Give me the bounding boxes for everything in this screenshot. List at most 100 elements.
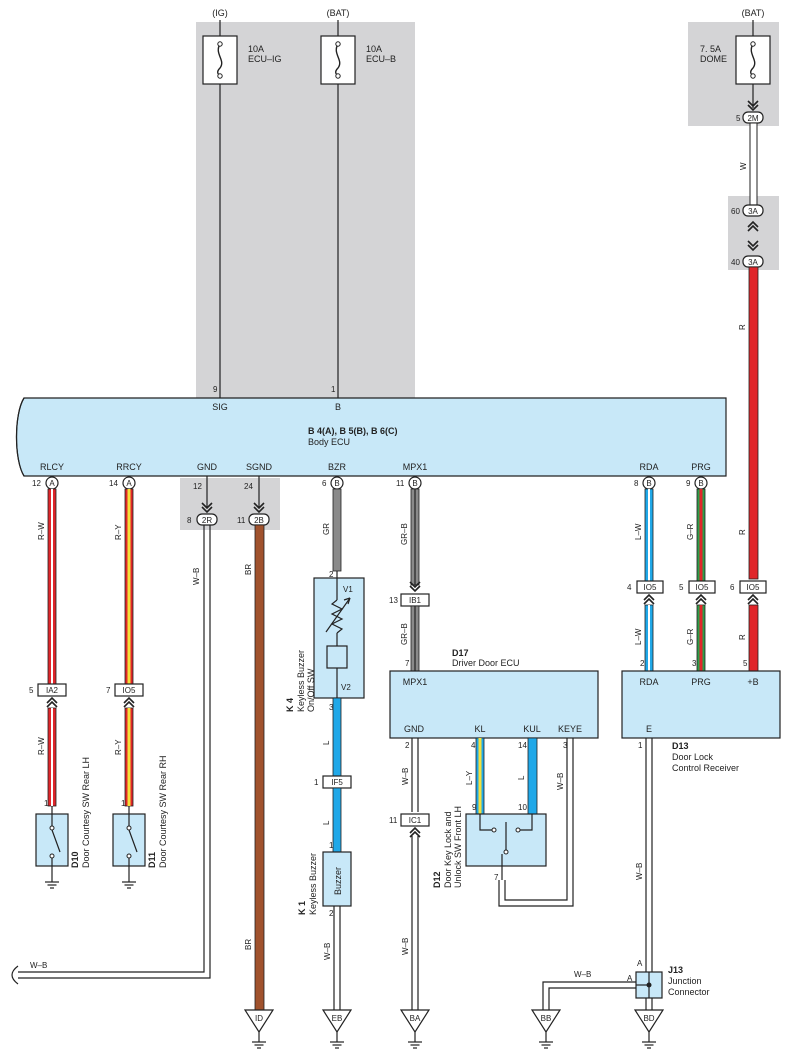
- d13-name2: Control Receiver: [672, 763, 739, 773]
- ground-id: ID: [243, 1009, 275, 1049]
- wire-grb-mid: GR–B: [400, 623, 409, 645]
- svg-text:14: 14: [109, 479, 118, 488]
- svg-text:2M: 2M: [747, 114, 758, 123]
- k4-code: K 4: [285, 698, 295, 712]
- svg-text:B: B: [334, 479, 339, 488]
- svg-text:9: 9: [686, 479, 691, 488]
- d11-name: Door Courtesy SW Rear RH: [158, 755, 168, 868]
- d11-switch: [112, 806, 146, 889]
- conn-3a-lower-pin: 40: [731, 258, 740, 267]
- fuse2-name: ECU–B: [366, 54, 396, 64]
- d13-b-label: +B: [747, 677, 758, 687]
- pin-sgnd: 24: [244, 482, 253, 491]
- k1-pin-bot: 2: [329, 909, 334, 918]
- d17-kl-pin: 4: [471, 741, 476, 750]
- conn-ic1: [400, 813, 430, 827]
- svg-text:IO5: IO5: [696, 583, 709, 592]
- wire-r-top: R: [738, 324, 747, 330]
- svg-text:12: 12: [32, 479, 41, 488]
- d17-gnd-label: GND: [404, 724, 425, 734]
- k4-name2: On/Off SW: [306, 668, 316, 712]
- wire-l-kul: L: [517, 775, 526, 780]
- wire-wb-mpx-top: W–B: [401, 768, 410, 785]
- wire-l-k4: [332, 697, 342, 777]
- svg-text:2B: 2B: [254, 516, 264, 525]
- shade-fuse-area: [196, 22, 415, 398]
- wire-wb-gnd: W–B: [192, 568, 201, 585]
- wire-w-dome: W: [739, 162, 748, 170]
- k1-code: K 1: [297, 901, 307, 915]
- svg-text:Buzzer: Buzzer: [333, 867, 343, 895]
- k1-keyless-buzzer: Buzzer: [322, 851, 352, 907]
- wire-grb-top: GR–B: [400, 523, 409, 545]
- wire-l-k1-label: L: [322, 820, 331, 825]
- svg-text:EB: EB: [332, 1014, 343, 1023]
- conn-ia2-pin: 5: [29, 686, 34, 695]
- ground-eb: EB: [321, 1009, 353, 1049]
- svg-text:B: B: [698, 479, 703, 488]
- term-sgnd: SGND: [246, 462, 273, 472]
- svg-text:IF5: IF5: [331, 778, 343, 787]
- svg-text:2R: 2R: [202, 516, 212, 525]
- wire-rlcy: [47, 488, 57, 807]
- d13-name1: Door Lock: [672, 752, 714, 762]
- svg-text:BB: BB: [541, 1014, 552, 1023]
- wire-br-bot: BR: [244, 939, 253, 950]
- term-mpx1: MPX1: [403, 462, 428, 472]
- svg-text:A: A: [126, 479, 132, 488]
- d11-code: D11: [147, 852, 157, 868]
- conn-io5-b-pin: 4: [627, 583, 632, 592]
- term-rlcy: RLCY: [40, 462, 64, 472]
- svg-text:IO5: IO5: [747, 583, 760, 592]
- wire-wb-mpx-bot: W–B: [401, 938, 410, 955]
- term-bzr: BZR: [328, 462, 347, 472]
- svg-text:3A: 3A: [748, 207, 758, 216]
- wire-gr2-top: G–R: [686, 523, 695, 540]
- wire-wb-keye-path: [498, 738, 574, 907]
- pin-gnd: 12: [193, 482, 202, 491]
- j13-name1: Junction: [668, 976, 702, 986]
- svg-text:V1: V1: [343, 585, 353, 594]
- pin-prg: B 9: [686, 476, 708, 490]
- wire-wb-bb: W–B: [574, 970, 591, 979]
- ground-bd: BD: [633, 1009, 665, 1049]
- wire-br: [254, 524, 265, 1011]
- wire-r-main: [748, 266, 759, 580]
- d17-gnd-pin: 2: [405, 741, 410, 750]
- j13-a-top: A: [637, 959, 643, 968]
- d12-code: D12: [432, 871, 442, 888]
- d17-keye-label: KEYE: [558, 724, 582, 734]
- d13-code: D13: [672, 741, 689, 751]
- wire-rrcy: [124, 488, 134, 807]
- svg-text:BD: BD: [643, 1014, 654, 1023]
- conn-ib1-pin: 13: [389, 596, 398, 605]
- fuse2-amp: 10A: [366, 44, 382, 54]
- d11-pin: 1: [121, 799, 126, 808]
- fuse-ecu-ig: 10A ECU–IG: [202, 20, 282, 85]
- term-rda: RDA: [639, 462, 658, 472]
- j13-code: J13: [668, 965, 683, 975]
- conn-2r: [196, 513, 218, 526]
- d17-kul-pin: 14: [518, 741, 527, 750]
- k4-buzzer-switch: V1 V2: [313, 571, 365, 699]
- k4-name1: Keyless Buzzer: [296, 650, 306, 712]
- conn-io5-c: [688, 580, 716, 594]
- wire-lw-top: L–W: [634, 523, 643, 540]
- k4-pin-top: 2: [329, 570, 334, 579]
- conn-2m-pin: 5: [736, 114, 741, 123]
- k4-pin-bot: 3: [329, 703, 334, 712]
- wire-lw-bot: L–W: [634, 628, 643, 645]
- d13-rda-label: RDA: [639, 677, 658, 687]
- svg-text:6: 6: [322, 479, 327, 488]
- conn-io5-c-pin: 5: [679, 583, 684, 592]
- wire-l-k4-label: L: [322, 740, 331, 745]
- svg-text:A: A: [49, 479, 55, 488]
- wire-wb-bb-path: [542, 981, 636, 1010]
- svg-text:V2: V2: [341, 683, 351, 692]
- svg-text:8: 8: [634, 479, 639, 488]
- d13-prg-label: PRG: [691, 677, 711, 687]
- wire-wb-left: W–B: [30, 961, 47, 970]
- wire-ly: L–Y: [465, 770, 474, 785]
- wire-ry-top: R–Y: [114, 524, 123, 540]
